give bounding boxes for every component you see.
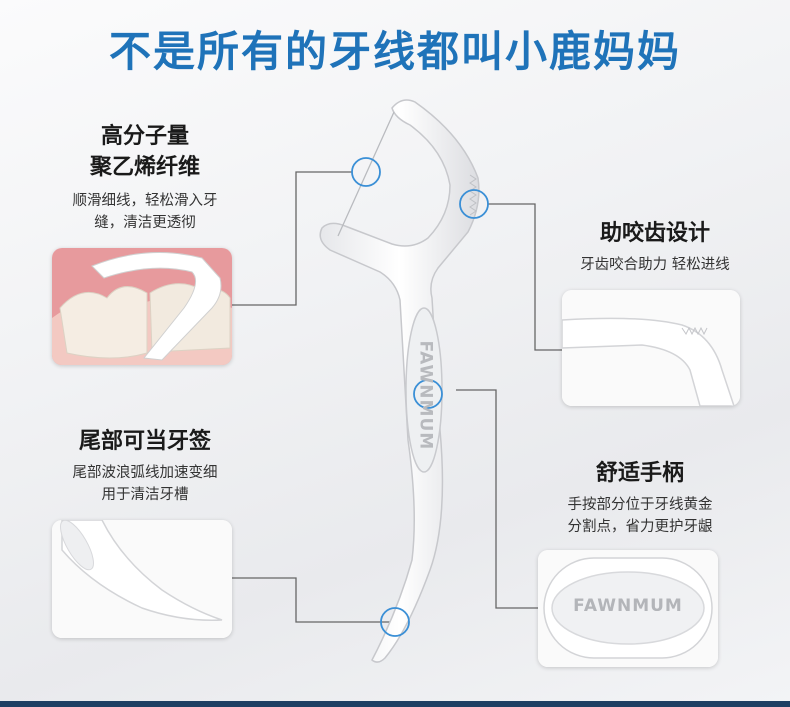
feature-fiber-title-line1: 高分子量 [100,124,189,149]
feature-tail-desc-line1: 尾部波浪弧线加速变细 [72,465,218,481]
grip-closeup [538,550,718,667]
teeth-photo [52,248,232,365]
feature-bite-title: 助咬齿设计 [599,221,710,246]
feature-tail-desc: 尾部波浪弧线加速变细 用于清洁牙槽 [30,462,260,506]
feature-tail-title: 尾部可当牙签 [78,429,211,454]
feature-fiber-desc-line1: 顺滑细线，轻松滑入牙 [72,193,218,209]
feature-fiber-desc: 顺滑细线，轻松滑入牙 缝，清洁更透彻 [30,190,260,234]
headline: 不是所有的牙线都叫小鹿妈妈 [108,27,681,76]
feature-fiber-title: 高分子量 聚乙烯纤维 [30,121,260,183]
feature-fiber-title-line2: 聚乙烯纤维 [89,155,200,180]
tail-photo-card [52,520,232,638]
feature-grip-desc: 手按部分位于牙线黄金 分割点，省力更护牙龈 [520,494,760,538]
tail-closeup [52,520,232,638]
grip-photo-card: FAWNMUM [538,550,718,667]
brand-mark-handle: FAWNMUM [415,340,436,451]
highlight-circles [351,157,489,637]
feature-tail-desc-line2: 用于清洁牙槽 [101,487,189,503]
bottom-bar [0,701,790,707]
feature-grip-title: 舒适手柄 [595,461,684,486]
connector-lines [232,171,562,623]
feature-bite-desc: 牙齿咬合助力 轻松进线 [580,257,730,273]
brand-mark-grip: FAWNMUM [573,596,683,616]
feature-grip-desc-line1: 手按部分位于牙线黄金 [567,497,713,513]
feature-grip-desc-line2: 分割点，省力更护牙龈 [567,519,713,535]
fiber-photo-card [52,248,232,365]
feature-fiber-desc-line2: 缝，清洁更透彻 [94,215,196,231]
floss-pick [319,99,480,663]
bite-photo-card [562,290,740,406]
serration-closeup [562,290,740,406]
